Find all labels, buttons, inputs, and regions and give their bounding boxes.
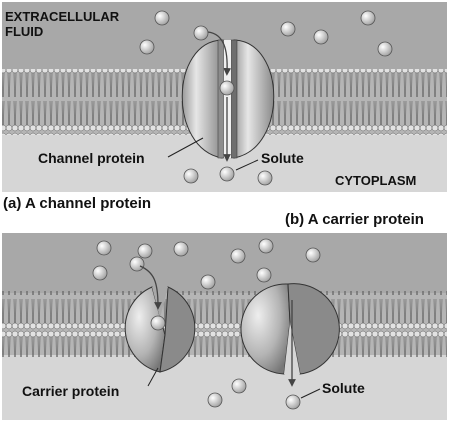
- solute-molecule: [256, 267, 272, 283]
- solute-molecule: [207, 392, 223, 408]
- channel-protein-leader: [167, 137, 204, 158]
- cytoplasm-label: CYTOPLASM: [335, 173, 417, 188]
- solute-molecule: [360, 10, 376, 26]
- panel-b-caption: (b) A carrier protein: [285, 211, 424, 228]
- solute-leader-b: [300, 388, 321, 399]
- solute-molecule: [258, 238, 274, 254]
- panel-a-caption: (a) A channel protein: [3, 195, 152, 212]
- solute-molecule: [285, 394, 301, 410]
- extracellular-fluid-label-line1: EXTRACELLULAR: [5, 9, 120, 24]
- solute-molecule: [313, 29, 329, 45]
- panel-b: [2, 233, 447, 420]
- lipid-bilayer-b: [2, 291, 447, 357]
- panel-a: [2, 2, 447, 192]
- solute-molecule: [219, 166, 235, 182]
- solute-molecule: [280, 21, 296, 37]
- extracellular-fluid-label-line2: FLUID: [5, 24, 44, 39]
- solute-molecule: [305, 247, 321, 263]
- solute-label-a: Solute: [261, 150, 304, 166]
- solute-molecule: [257, 170, 273, 186]
- solute-molecule: [183, 168, 199, 184]
- solute-molecule: [129, 256, 145, 272]
- solute-molecule: [137, 243, 153, 259]
- solute-molecules-b: [92, 238, 321, 410]
- solute-molecule: [230, 248, 246, 264]
- solute-leader-a: [235, 159, 259, 171]
- entry-arrow-b: [139, 265, 162, 310]
- carrier-protein-label: Carrier protein: [22, 383, 120, 399]
- extracellular-region-b: [2, 233, 447, 293]
- solute-molecule: [219, 80, 235, 96]
- solute-label-b: Solute: [322, 380, 365, 396]
- solute-molecule: [139, 39, 155, 55]
- solute-molecules-a: [139, 10, 393, 186]
- solute-molecule: [154, 10, 170, 26]
- solute-molecule: [377, 41, 393, 57]
- solute-molecule: [96, 240, 112, 256]
- entry-arrow-a: [207, 31, 232, 76]
- solute-molecule: [193, 25, 209, 41]
- solute-molecule: [150, 315, 166, 331]
- cytoplasm-region-b: [2, 355, 447, 420]
- solute-molecule: [92, 265, 108, 281]
- carrier-protein-leader: [147, 367, 159, 387]
- channel-protein: [181, 39, 275, 159]
- solute-molecule: [231, 378, 247, 394]
- channel-protein-label: Channel protein: [38, 150, 145, 166]
- solute-molecule: [200, 274, 216, 290]
- carrier-protein-inward: [240, 283, 340, 375]
- solute-molecule: [173, 241, 189, 257]
